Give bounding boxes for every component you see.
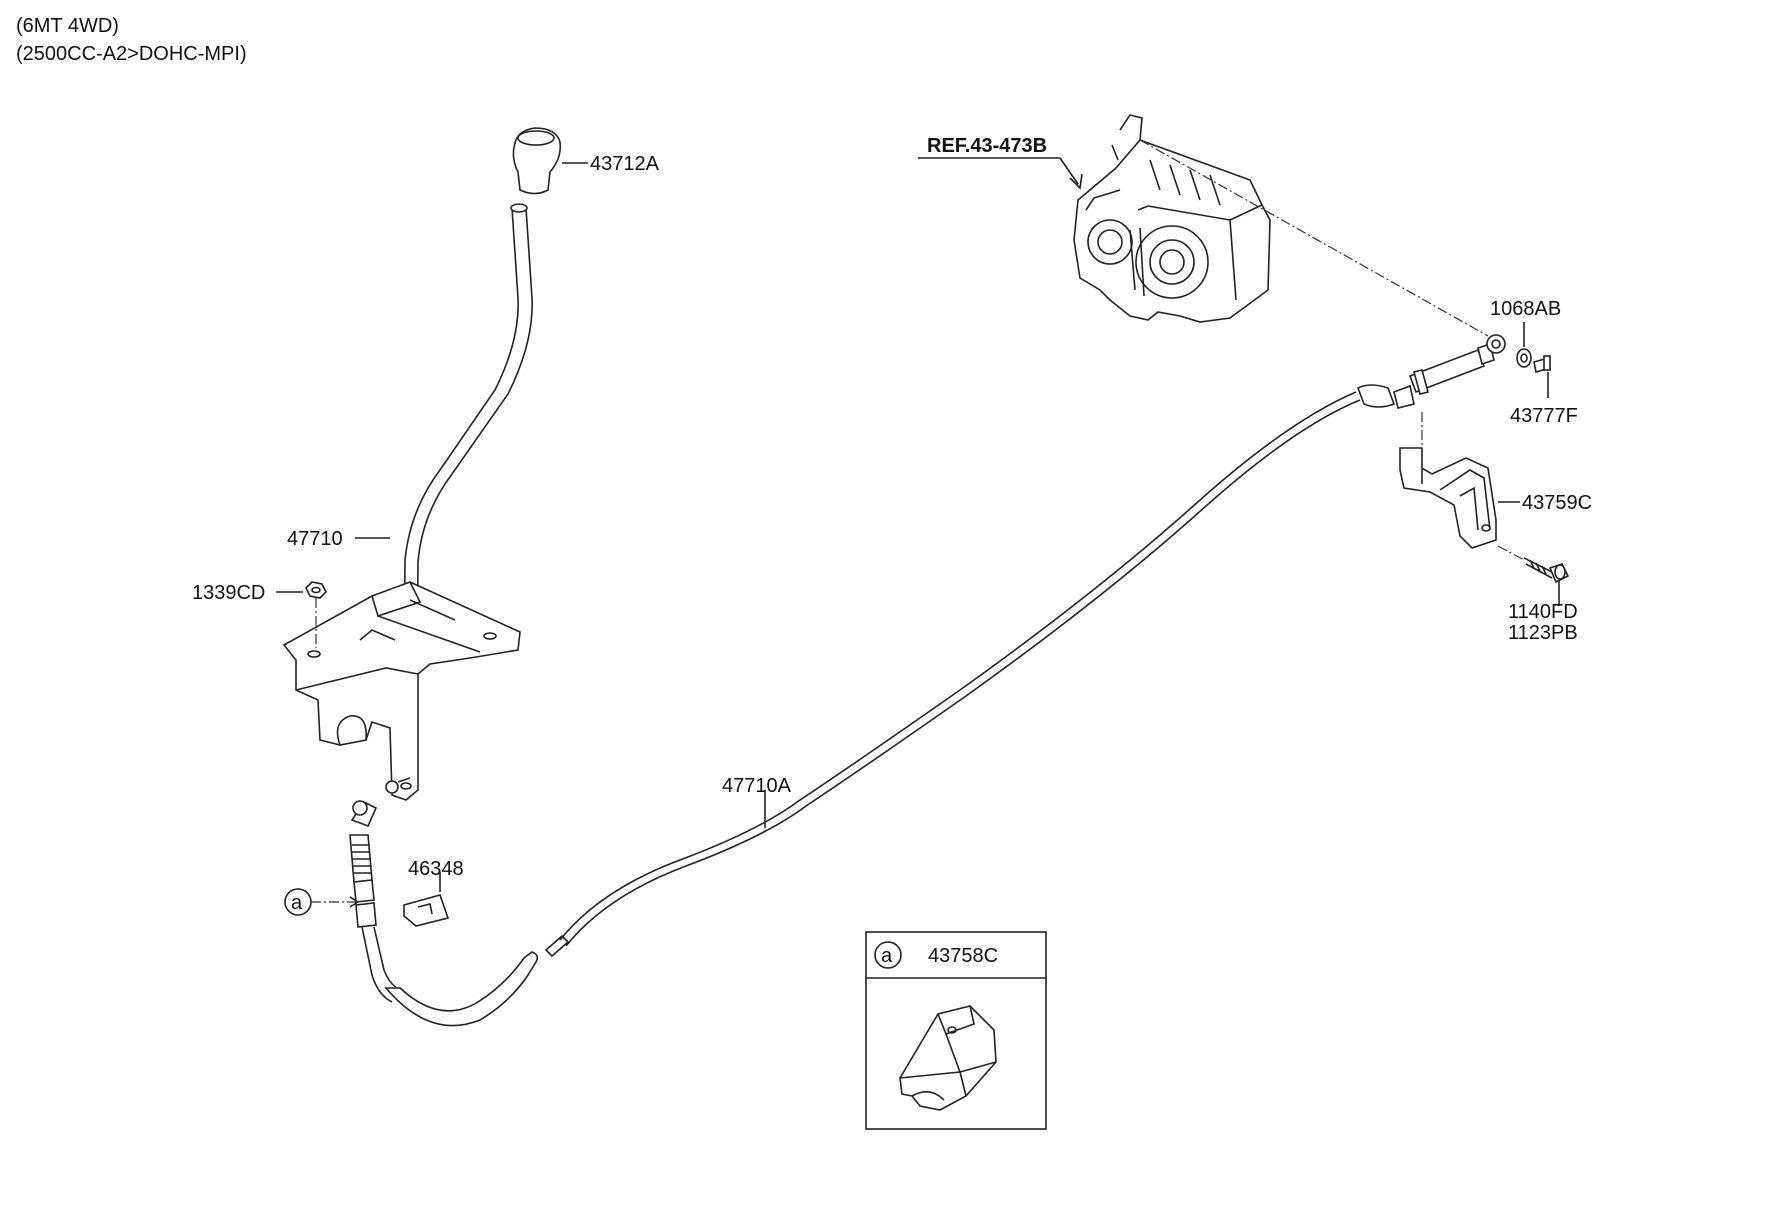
callout-washer: 1068AB <box>1490 298 1561 320</box>
marker-a: a <box>284 888 312 916</box>
washer-1068ab <box>1516 348 1532 368</box>
transfer-case <box>1073 114 1271 323</box>
callout-clip: 46348 <box>408 858 464 880</box>
bracket-43759c <box>1399 447 1497 549</box>
shift-knob <box>512 127 562 195</box>
callout-bracket: 43759C <box>1522 492 1592 514</box>
callout-nut: 1339CD <box>192 582 265 604</box>
shift-cable <box>349 334 1506 1027</box>
callout-bolt-2: 1123PB <box>1508 622 1578 644</box>
callout-bolt-1: 1140FD <box>1508 601 1578 623</box>
part-43758c <box>899 1005 997 1111</box>
nut-1339cd <box>305 581 327 599</box>
lever-base-bracket <box>282 581 521 801</box>
callout-reference: REF.43-473B <box>927 135 1047 157</box>
detail-box-marker: a <box>881 945 893 967</box>
callout-lever: 47710 <box>287 528 343 550</box>
callout-knob: 43712A <box>590 153 660 175</box>
detail-box-part: 43758C <box>928 945 998 967</box>
callout-pin: 43777F <box>1510 405 1578 427</box>
svg-text:a: a <box>291 892 303 914</box>
pin-43777f <box>1533 355 1551 374</box>
bolt-1140fd <box>1523 557 1570 584</box>
header-line-2: (2500CC-A2>DOHC-MPI) <box>16 43 247 65</box>
shift-lever <box>403 203 533 681</box>
clip-46348 <box>403 894 450 927</box>
header-line-1: (6MT 4WD) <box>16 15 119 37</box>
callout-cable: 47710A <box>722 775 792 797</box>
detail-box: a 43758C <box>865 931 1047 1130</box>
